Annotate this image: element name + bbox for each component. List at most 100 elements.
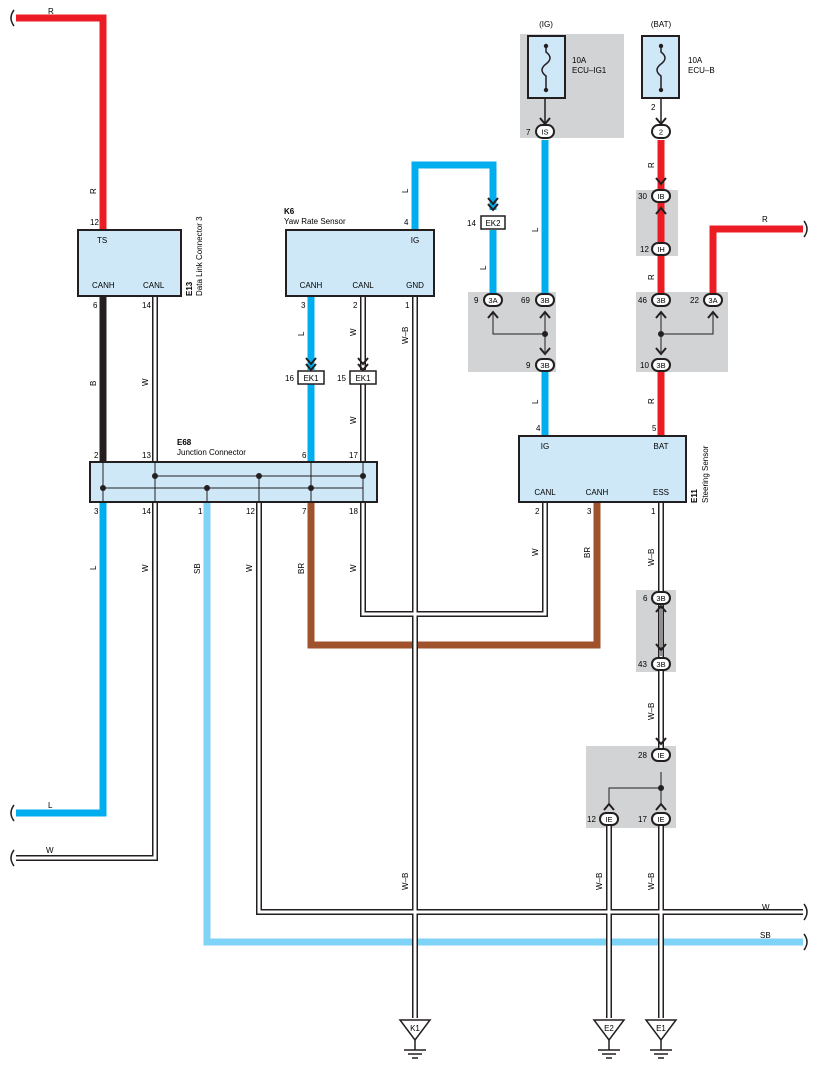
ground-k1-icon <box>398 1019 432 1042</box>
fuse-bat-rating: 10A <box>688 56 703 65</box>
conn-3a-right-label: 3A <box>708 296 717 305</box>
white-wires <box>16 296 803 1018</box>
wire-label-br-e11: BR <box>583 547 592 558</box>
conn-ie-left-label: IE <box>605 815 612 824</box>
e68-bottom-num-5: 7 <box>302 507 307 516</box>
conn-ek2-label: EK2 <box>485 219 501 228</box>
wire-sb <box>203 502 803 946</box>
wire-label-w-k6b: W <box>349 416 358 424</box>
wire-label-sb-e68: SB <box>193 563 202 574</box>
wire-label-wb-ess2: W–B <box>647 703 656 720</box>
wire-label-l-is: L <box>531 227 540 232</box>
e11-num-canh: 3 <box>587 507 592 516</box>
blue-wires <box>16 140 549 817</box>
e68-bottom-num-4: 12 <box>246 507 255 516</box>
e11-pin-canh: CANH <box>586 488 609 497</box>
e13-num-canl: 14 <box>142 301 151 310</box>
conn-ek1a-pin: 16 <box>285 374 294 383</box>
conn-3a-left-pin: 9 <box>474 296 479 305</box>
conn-ek2-pin: 14 <box>467 219 476 228</box>
conn-ie-top-label: IE <box>657 751 664 760</box>
junction-internal-lines <box>492 312 714 804</box>
k6-name: Yaw Rate Sensor <box>284 217 346 226</box>
e11-num-ess: 1 <box>651 507 656 516</box>
conn-3b-right-pin: 46 <box>638 296 647 305</box>
e11-code: E11 <box>690 489 699 503</box>
wire-l-e68-left <box>16 502 107 817</box>
e68-bottom-num-6: 18 <box>349 507 358 516</box>
conn-ie-right-label: IE <box>657 815 664 824</box>
box-connectors <box>297 215 506 385</box>
wire-br <box>307 502 601 649</box>
e11-num-ig: 4 <box>536 424 541 433</box>
conn-3b-ess2-pin: 43 <box>638 660 647 669</box>
k6-pin-canh: CANH <box>300 281 323 290</box>
conn-ie-left-pin: 12 <box>587 815 596 824</box>
ground-k1-label: K1 <box>410 1024 420 1033</box>
k6-num-ig: 4 <box>404 218 409 227</box>
wire-label-l-ek2b: L <box>479 265 488 270</box>
k6-yaw-rate-sensor <box>285 229 435 297</box>
conn-3b-right2-pin: 10 <box>640 361 649 370</box>
e13-code: E13 <box>185 281 194 296</box>
e68-name: Junction Connector <box>177 448 246 457</box>
wire-end-marks <box>10 9 808 951</box>
wire-label-w-e68c: W <box>349 564 358 572</box>
shaded-areas <box>468 34 728 828</box>
e11-name: Steering Sensor <box>701 445 710 503</box>
e13-num-canh: 6 <box>93 301 98 310</box>
conn-ie-right-pin: 17 <box>638 815 647 824</box>
wire-label-l-ig: L <box>531 399 540 404</box>
wire-label-w-left: W <box>46 846 54 855</box>
conn-is-label: IS <box>541 128 548 137</box>
conn-3b-ess1-label: 3B <box>656 594 665 603</box>
fuse-ecu-ig1 <box>527 35 566 124</box>
wire-label-w-e13: W <box>141 378 150 386</box>
wire-r-top-left <box>16 14 107 230</box>
conn-3b-left-pin: 69 <box>521 296 530 305</box>
wire-label-l-e68: L <box>89 565 98 570</box>
e11-steering-sensor <box>518 435 687 503</box>
e13-pin-canh: CANH <box>92 281 115 290</box>
fuse-ig-source: (IG) <box>539 20 553 29</box>
fuse-ig-rating: 10A <box>572 56 587 65</box>
ground-symbols <box>398 1019 678 1059</box>
fuse-bat-name: ECU–B <box>688 66 715 75</box>
wire-label-l-left: L <box>48 801 53 810</box>
junction-dots <box>542 331 664 791</box>
e13-pin-ts: TS <box>97 236 107 245</box>
conn-is-pin: 7 <box>526 128 531 137</box>
wire-label-r-bat: R <box>647 398 656 404</box>
conn-3b-ess2-label: 3B <box>656 660 665 669</box>
e11-pin-canl: CANL <box>534 488 556 497</box>
wire-label-w-canl: W <box>531 548 540 556</box>
ground-e1-label: E1 <box>656 1024 666 1033</box>
wire-label-wb-ess: W–B <box>647 549 656 566</box>
pill-connectors <box>483 124 723 826</box>
red-wires <box>16 14 803 436</box>
k6-num-canl: 2 <box>353 301 358 310</box>
wire-label-w-k6: W <box>349 328 358 336</box>
k6-pin-ig: IG <box>411 236 419 245</box>
wire-label-r-3a: R <box>762 215 768 224</box>
conn-3a-right-pin: 22 <box>690 296 699 305</box>
wire-label-r-e13: R <box>89 188 98 194</box>
k6-code: K6 <box>284 207 295 216</box>
k6-pin-canl: CANL <box>352 281 374 290</box>
e68-top-num-1: 2 <box>94 451 99 460</box>
wire-label-r-ib: R <box>647 162 656 168</box>
wire-label-br-e68: BR <box>297 563 306 574</box>
k6-pin-gnd: GND <box>406 281 424 290</box>
wire-label-wb-ie-l: W–B <box>595 873 604 890</box>
wire-label-w-e68: W <box>141 564 150 572</box>
e11-num-canl: 2 <box>535 507 540 516</box>
e13-num-ts: 12 <box>90 218 99 227</box>
conn-ib-pin: 30 <box>638 192 647 201</box>
conn-ib-label: IB <box>657 192 664 201</box>
connector-chevrons <box>305 117 719 811</box>
conn-ih-pin: 12 <box>640 245 649 254</box>
e11-pin-ig: IG <box>541 442 549 451</box>
wire-label-l-k6: L <box>297 331 306 336</box>
fuse-ig-name: ECU–IG1 <box>572 66 607 75</box>
e13-data-link-connector <box>77 229 182 297</box>
